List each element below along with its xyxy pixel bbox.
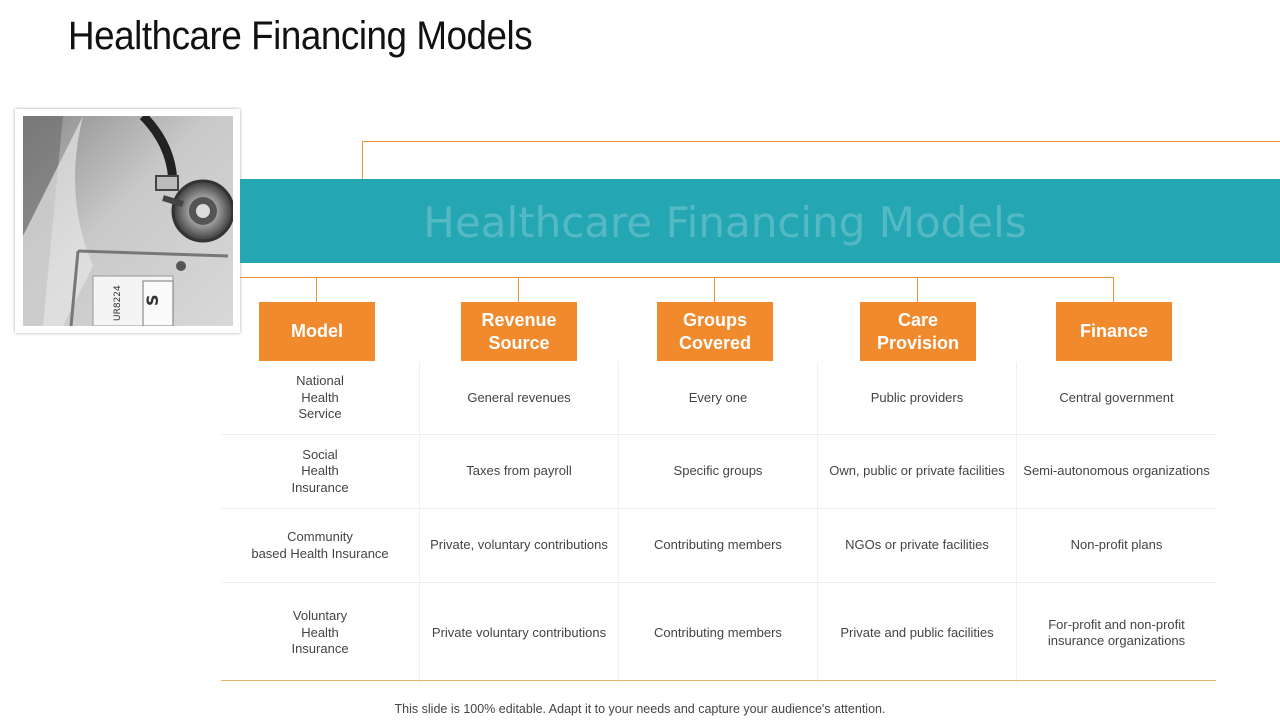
table-cell-model: Social Health Insurance [221, 435, 420, 508]
table-cell: Every one [619, 362, 818, 434]
table-row: Community based Health Insurance Private… [221, 509, 1216, 583]
header-finance: Finance [1056, 302, 1172, 361]
connector-finance [1113, 277, 1114, 302]
table-cell: Taxes from payroll [420, 435, 619, 508]
photo-box-label: UR8224 [113, 285, 123, 321]
table-cell: Contributing members [619, 509, 818, 582]
header-revenue-source: Revenue Source [461, 302, 577, 361]
header-model: Model [259, 302, 375, 361]
table-cell: Private voluntary contributions [420, 583, 619, 683]
editable-footnote: This slide is 100% editable. Adapt it to… [394, 702, 886, 716]
photo-box-letter: S [143, 294, 162, 306]
header-groups-covered: Groups Covered [657, 302, 773, 361]
connector-revenue-source [518, 277, 519, 302]
table-cell: Private, voluntary contributions [420, 509, 619, 582]
connector-care-provision [917, 277, 918, 302]
financing-table: National Health Service General revenues… [221, 362, 1216, 683]
table-cell: For-profit and non-profit insurance orga… [1047, 616, 1186, 649]
table-cell: Non-profit plans [1070, 537, 1163, 553]
connector-model [316, 277, 317, 302]
table-cell: Own, public or private facilities [818, 435, 1017, 508]
table-row: National Health Service General revenues… [221, 362, 1216, 435]
header-care-provision: Care Provision [860, 302, 976, 361]
header-connector-line [240, 277, 1114, 278]
table-cell: Contributing members [619, 583, 818, 683]
table-bottom-rule [221, 680, 1216, 681]
banner-watermark-text: Healthcare Financing Models [423, 198, 1027, 247]
table-cell-model: National Health Service [221, 362, 420, 434]
table-cell-model: Community based Health Insurance [221, 509, 420, 582]
table-cell: General revenues [420, 362, 619, 434]
table-cell: Specific groups [619, 435, 818, 508]
table-cell: Private and public facilities [818, 583, 1017, 683]
table-cell: Central government [1059, 389, 1174, 405]
connector-groups-covered [714, 277, 715, 302]
table-cell: Semi-autonomous organizations [1023, 463, 1210, 479]
table-cell: NGOs or private facilities [818, 509, 1017, 582]
title-banner: Healthcare Financing Models [240, 179, 1280, 263]
table-cell: Public providers [818, 362, 1017, 434]
stethoscope-image: S UR8224 [23, 116, 233, 326]
stethoscope-photo: S UR8224 [15, 109, 240, 333]
table-cell-model: Voluntary Health Insurance [221, 583, 420, 683]
table-row: Voluntary Health Insurance Private volun… [221, 583, 1216, 683]
table-row: Social Health Insurance Taxes from payro… [221, 435, 1216, 509]
slide-title: Healthcare Financing Models [68, 14, 533, 58]
